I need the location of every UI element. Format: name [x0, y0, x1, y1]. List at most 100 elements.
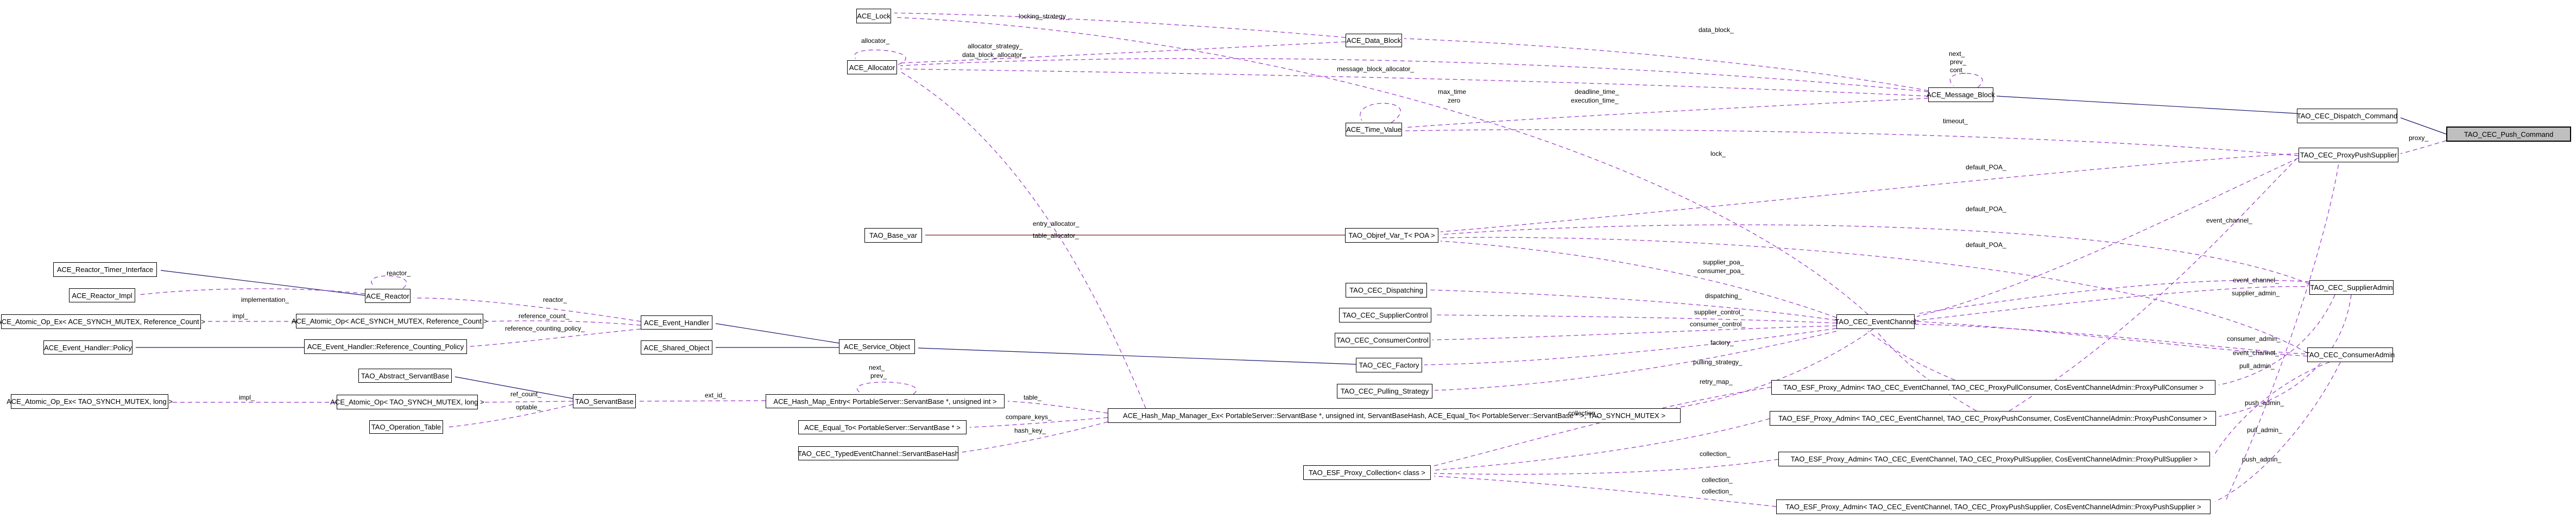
class-node-ace-allocator[interactable]: ACE_Allocator — [847, 60, 897, 74]
usage-edge — [2226, 163, 2339, 500]
class-node-tao-cec-push-command: TAO_CEC_Push_Command — [2446, 126, 2571, 142]
edge-label: collection_ — [1702, 476, 1733, 484]
edge-label: table_ — [1024, 394, 1041, 401]
inheritance-edge — [160, 270, 365, 296]
class-node-tao-esf-proxy-admin-pushconsumer[interactable]: TAO_ESF_Proxy_Admin< TAO_CEC_EventChanne… — [1770, 411, 2216, 426]
usage-edge — [446, 404, 573, 428]
edge-label: supplier_admin_ — [2232, 289, 2280, 297]
class-node-ace-event-handler[interactable]: ACE_Event_Handler — [641, 315, 712, 330]
edge-label: reactor_ — [387, 269, 411, 277]
usage-edge — [1434, 331, 1837, 391]
class-node-ace-atomic-op-ex-ace-sync[interactable]: ACE_Atomic_Op_Ex< ACE_SYNCH_MUTEX, Refer… — [0, 314, 205, 329]
usage-edge-self-loop — [854, 49, 906, 65]
class-node-ace-shared-object[interactable]: ACE_Shared_Object — [641, 340, 712, 355]
class-node-tao-cec-suppliercontrol[interactable]: TAO_CEC_SupplierControl — [1339, 308, 1431, 322]
edge-label: cont_ — [1950, 66, 1966, 74]
class-node-tao-cec-dispatching[interactable]: TAO_CEC_Dispatching — [1346, 283, 1427, 298]
class-node-ace-atomic-op-ex-tao-sync[interactable]: ACE_Atomic_Op_Ex< TAO_SYNCH_MUTEX, long … — [7, 394, 173, 409]
class-node-ace-lock[interactable]: ACE_Lock — [856, 9, 891, 23]
class-node-ace-reactor[interactable]: ACE_Reactor — [365, 289, 411, 303]
edge-label: retry_map_ — [1700, 378, 1733, 385]
class-node-tao-cec-consumercontrol[interactable]: TAO_CEC_ConsumerControl — [1335, 333, 1430, 347]
edge-label: prev_ — [870, 372, 887, 379]
edge-label: ext_id_ — [705, 391, 726, 399]
class-node-tao-operation-table[interactable]: TAO_Operation_Table — [369, 420, 443, 434]
edge-label: implementation_ — [241, 296, 289, 303]
class-node-tao-abstract-servantbase[interactable]: TAO_Abstract_ServantBase — [358, 369, 452, 383]
edge-label: consumer_admin_ — [2227, 335, 2281, 343]
edge-label: collection_ — [1568, 409, 1599, 417]
usage-edge — [1916, 157, 2299, 317]
usage-edge — [486, 320, 641, 326]
usage-edge — [894, 12, 1346, 38]
usage-edge — [1440, 153, 2299, 232]
usage-edge — [2009, 158, 2297, 412]
class-node-ace-reactor-impl[interactable]: ACE_Reactor_Impl — [69, 288, 135, 302]
class-node-tao-cec-pulling-strategy[interactable]: TAO_CEC_Pulling_Strategy — [1337, 384, 1432, 399]
class-node-ace-service-object[interactable]: ACE_Service_Object — [839, 339, 915, 354]
class-node-ace-event-handler-policy[interactable]: ACE_Event_Handler::Policy — [43, 340, 132, 355]
usage-edge — [969, 417, 1108, 428]
class-node-tao-esf-proxy-admin-pushsupplier[interactable]: TAO_ESF_Proxy_Admin< TAO_CEC_EventChanne… — [1776, 499, 2211, 514]
edge-label: locking_strategy_ — [1019, 12, 1070, 20]
usage-edge — [481, 401, 573, 403]
usage-edge-self-loop — [857, 382, 917, 395]
edge-label: hash_key_ — [1014, 427, 1046, 434]
edge-label: next_ — [1949, 50, 1965, 58]
edge-label: reference_counting_policy_ — [505, 325, 585, 332]
class-node-ace-data-block[interactable]: ACE_Data_Block — [1346, 34, 1402, 47]
class-node-ace-hash-map-entry[interactable]: ACE_Hash_Map_Entry< PortableServer::Serv… — [766, 394, 1005, 408]
usage-edge-self-loop — [1949, 73, 1983, 88]
class-node-tao-cec-eventchannel[interactable]: TAO_CEC_EventChannel — [1835, 314, 1916, 329]
class-node-tao-cec-proxypushsupplier[interactable]: TAO_CEC_ProxyPushSupplier — [2299, 148, 2398, 162]
class-node-tao-cec-dispatch-command[interactable]: TAO_CEC_Dispatch_Command — [2297, 109, 2397, 123]
edge-label: data_block_allocator_ — [962, 51, 1026, 59]
class-node-tao-esf-proxy-collection[interactable]: TAO_ESF_Proxy_Collection< class > — [1303, 465, 1431, 480]
class-node-tao-objref-var-t-poa[interactable]: TAO_Objref_Var_T< POA > — [1345, 228, 1438, 243]
usage-edge — [1876, 331, 1977, 412]
class-node-tao-esf-proxy-admin-pullconsumer[interactable]: TAO_ESF_Proxy_Admin< TAO_CEC_EventChanne… — [1771, 380, 2215, 395]
usage-edge — [900, 58, 1929, 92]
class-node-ace-atomic-op-tao-sync[interactable]: ACE_Atomic_Op< TAO_SYNCH_MUTEX, long > — [330, 395, 484, 409]
usage-edge — [900, 41, 1346, 64]
usage-edge — [470, 328, 641, 347]
class-node-ace-message-block[interactable]: ACE_Message_Block — [1927, 87, 1995, 102]
class-node-ace-atomic-op-ace-sync[interactable]: ACE_Atomic_Op< ACE_SYNCH_MUTEX, Referenc… — [292, 314, 488, 328]
usage-edge — [1429, 289, 1837, 321]
usage-edge — [1914, 324, 2306, 355]
usage-edge — [1404, 38, 1929, 91]
edge-label: event_channel_ — [2233, 349, 2279, 357]
edge-label: compare_keys_ — [1006, 413, 1052, 421]
class-node-ace-hash-map-manager-ex[interactable]: ACE_Hash_Map_Manager_Ex< PortableServer:… — [1108, 408, 1681, 423]
usage-edge — [138, 288, 365, 295]
edge-label: push_admin_ — [2245, 399, 2284, 407]
class-node-tao-esf-proxy-admin-pullsupplier[interactable]: TAO_ESF_Proxy_Admin< TAO_CEC_EventChanne… — [1778, 452, 2210, 466]
edge-label: consumer_poa_ — [1697, 267, 1745, 275]
usage-edge — [1914, 286, 2308, 321]
class-node-tao-base-var[interactable]: TAO_Base_var — [864, 228, 922, 243]
edge-label: pull_admin_ — [2239, 362, 2275, 370]
edge-label: supplier_control_ — [1694, 308, 1744, 316]
class-node-tao-servantbase[interactable]: TAO_ServantBase — [573, 394, 636, 408]
class-node-ace-event-handler-ref-counting-policy[interactable]: ACE_Event_Handler::Reference_Counting_Po… — [304, 339, 467, 354]
edge-label: reference_count_ — [519, 312, 570, 320]
edge-label: collection_ — [1700, 450, 1731, 458]
class-node-ace-time-value[interactable]: ACE_Time_Value — [1346, 123, 1402, 136]
usage-edge — [2219, 294, 2352, 417]
inheritance-edge — [918, 347, 1356, 365]
edge-label: lock_ — [1710, 150, 1726, 157]
class-node-ace-reactor-timer-interface[interactable]: ACE_Reactor_Timer_Interface — [53, 262, 157, 277]
class-node-tao-cec-supplieradmin[interactable]: TAO_CEC_SupplierAdmin — [2309, 280, 2394, 295]
edge-label: reactor_ — [543, 296, 567, 303]
class-node-tao-cec-typedeventchannel-servantbasehash[interactable]: TAO_CEC_TypedEventChannel::ServantBaseHa… — [798, 446, 959, 460]
usage-edge — [2214, 362, 2341, 502]
edge-label: data_block_ — [1699, 26, 1734, 34]
edge-label: default_POA_ — [1966, 205, 2006, 213]
inheritance-edge — [715, 323, 839, 344]
edge-label: pulling_strategy_ — [1693, 358, 1742, 366]
class-node-tao-cec-factory[interactable]: TAO_CEC_Factory — [1356, 358, 1422, 372]
class-node-tao-cec-consumeradmin[interactable]: TAO_CEC_ConsumerAdmin — [2306, 347, 2395, 362]
edge-label: ref_count_ — [510, 390, 541, 398]
class-node-ace-equal-to[interactable]: ACE_Equal_To< PortableServer::ServantBas… — [798, 420, 967, 434]
